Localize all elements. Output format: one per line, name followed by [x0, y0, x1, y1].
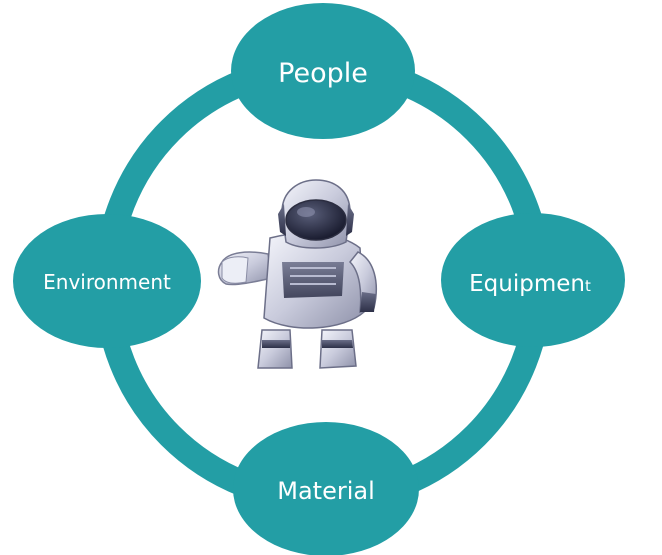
node-people-label: People [278, 58, 368, 89]
svg-text:Environment: Environment [43, 270, 171, 294]
node-equipment-label-tail: t [585, 277, 591, 295]
robot-illustration [217, 179, 377, 369]
node-equipment-label: Equipmen [469, 271, 585, 297]
svg-text:Equipment: Equipment [469, 271, 591, 297]
node-material: Material [233, 422, 419, 555]
svg-text:Material: Material [277, 477, 375, 505]
node-environment: Environment [13, 214, 201, 348]
node-environment-label: Environment [43, 270, 171, 294]
svg-text:People: People [278, 58, 368, 89]
node-people: People [231, 3, 415, 139]
node-material-label: Material [277, 477, 375, 505]
node-equipment: Equipment [441, 213, 625, 347]
